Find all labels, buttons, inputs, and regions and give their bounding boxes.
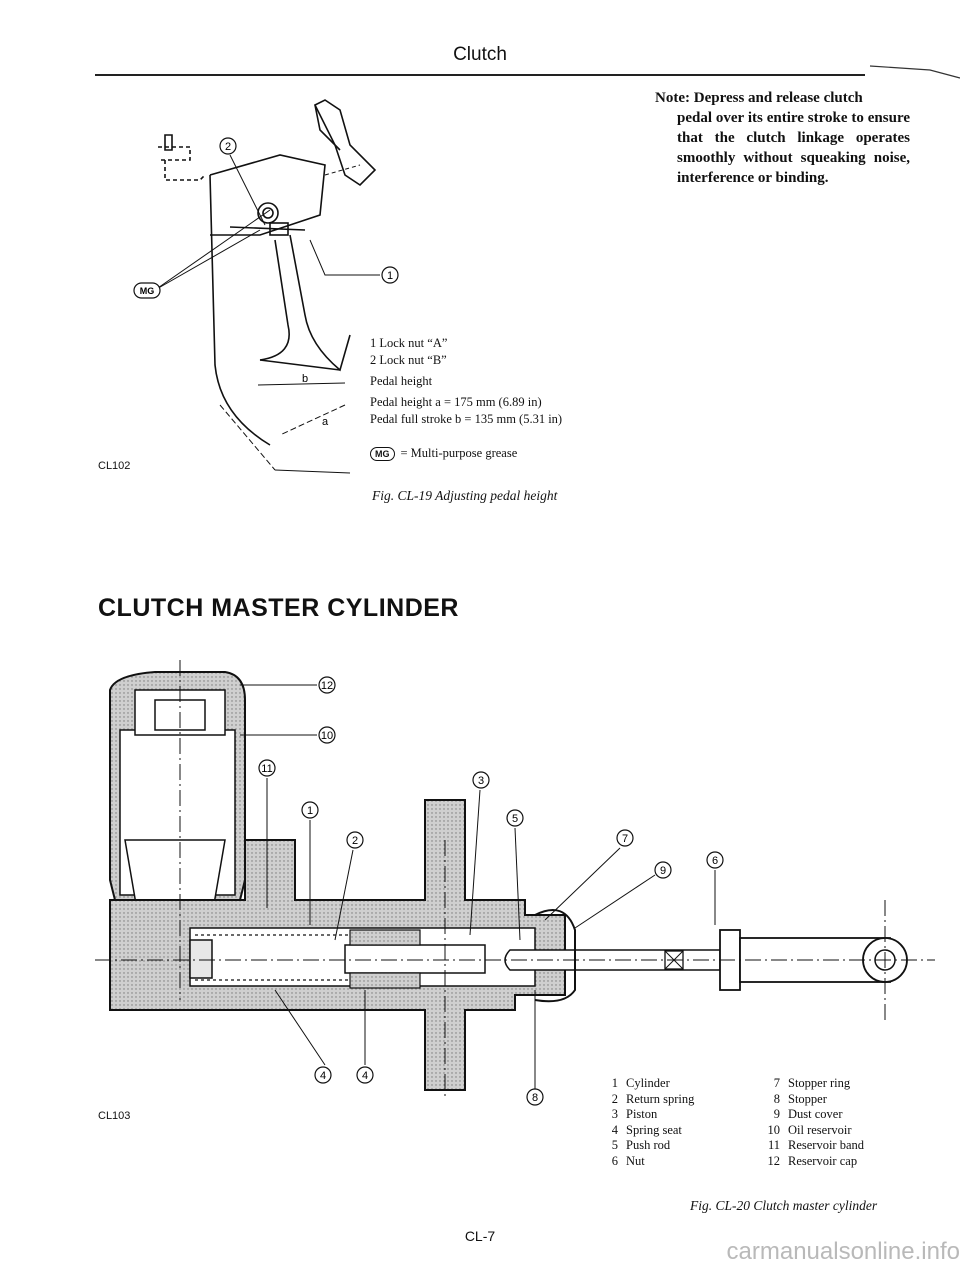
watermark: carmanualsonline.info (726, 1238, 960, 1265)
legend-line: 1 Lock nut “A” (370, 336, 448, 350)
callout-3: 3 (478, 775, 484, 787)
callout-7: 7 (622, 833, 628, 845)
page-header-title: Clutch (453, 44, 507, 65)
corner-mark (869, 65, 960, 79)
legend-line: Pedal height (370, 374, 433, 388)
dimension-a-label: a (322, 416, 329, 428)
callout-4: 4 (362, 1070, 368, 1082)
figure-19-code: CL102 (98, 460, 131, 472)
callout-1: 1 (307, 805, 313, 817)
mg-badge: MG (370, 446, 395, 461)
figure-20-code: CL103 (98, 1110, 131, 1122)
cylinder-callouts: 12 10 11 1 2 3 5 7 9 6 4 4 8 (258, 676, 724, 1106)
note-body: pedal over its entire stroke to ensure t… (677, 110, 910, 186)
legend-line: Pedal full stroke b = 135 mm (5.31 in) (370, 412, 563, 426)
callout-1: 1 (387, 270, 393, 282)
header-rule (95, 74, 865, 76)
note-paragraph: Note: Depress and release clutch pedal o… (655, 88, 910, 188)
legend-line: Pedal height a = 175 mm (6.89 in) (370, 395, 542, 409)
callout-2: 2 (225, 141, 231, 153)
master-cylinder-diagram: 12 10 11 1 2 3 5 7 9 6 4 4 8 (95, 660, 935, 1106)
section-heading: CLUTCH MASTER CYLINDER (98, 594, 459, 622)
dimension-b-label: b (302, 373, 308, 385)
callout-mg: MG (140, 286, 155, 296)
callout-9: 9 (660, 865, 666, 877)
mg-text: = Multi-purpose grease (400, 446, 518, 460)
callout-11: 11 (261, 763, 272, 775)
figure-19-caption: Fig. CL-19 Adjusting pedal height (372, 488, 558, 503)
figure-20-caption: Fig. CL-20 Clutch master cylinder (690, 1198, 878, 1213)
note-lead: Note: Depress and release clutch (655, 90, 863, 106)
callout-12: 12 (321, 680, 333, 692)
callout-8: 8 (532, 1092, 538, 1104)
callout-4: 4 (320, 1070, 326, 1082)
callout-10: 10 (321, 730, 333, 742)
pedal-callouts: 2 1 MG b a (133, 137, 399, 428)
pedal-diagram: 2 1 MG b a (133, 99, 399, 474)
grease-legend: MG = Multi-purpose grease (370, 446, 517, 461)
legend-line: 2 Lock nut “B” (370, 353, 447, 367)
callout-5: 5 (512, 813, 518, 825)
figure-19-legend: 1 Lock nut “A” 2 Lock nut “B” Pedal heig… (370, 335, 562, 428)
page-number: CL-7 (464, 1228, 496, 1244)
callout-2: 2 (352, 835, 358, 847)
callout-6: 6 (712, 855, 718, 867)
